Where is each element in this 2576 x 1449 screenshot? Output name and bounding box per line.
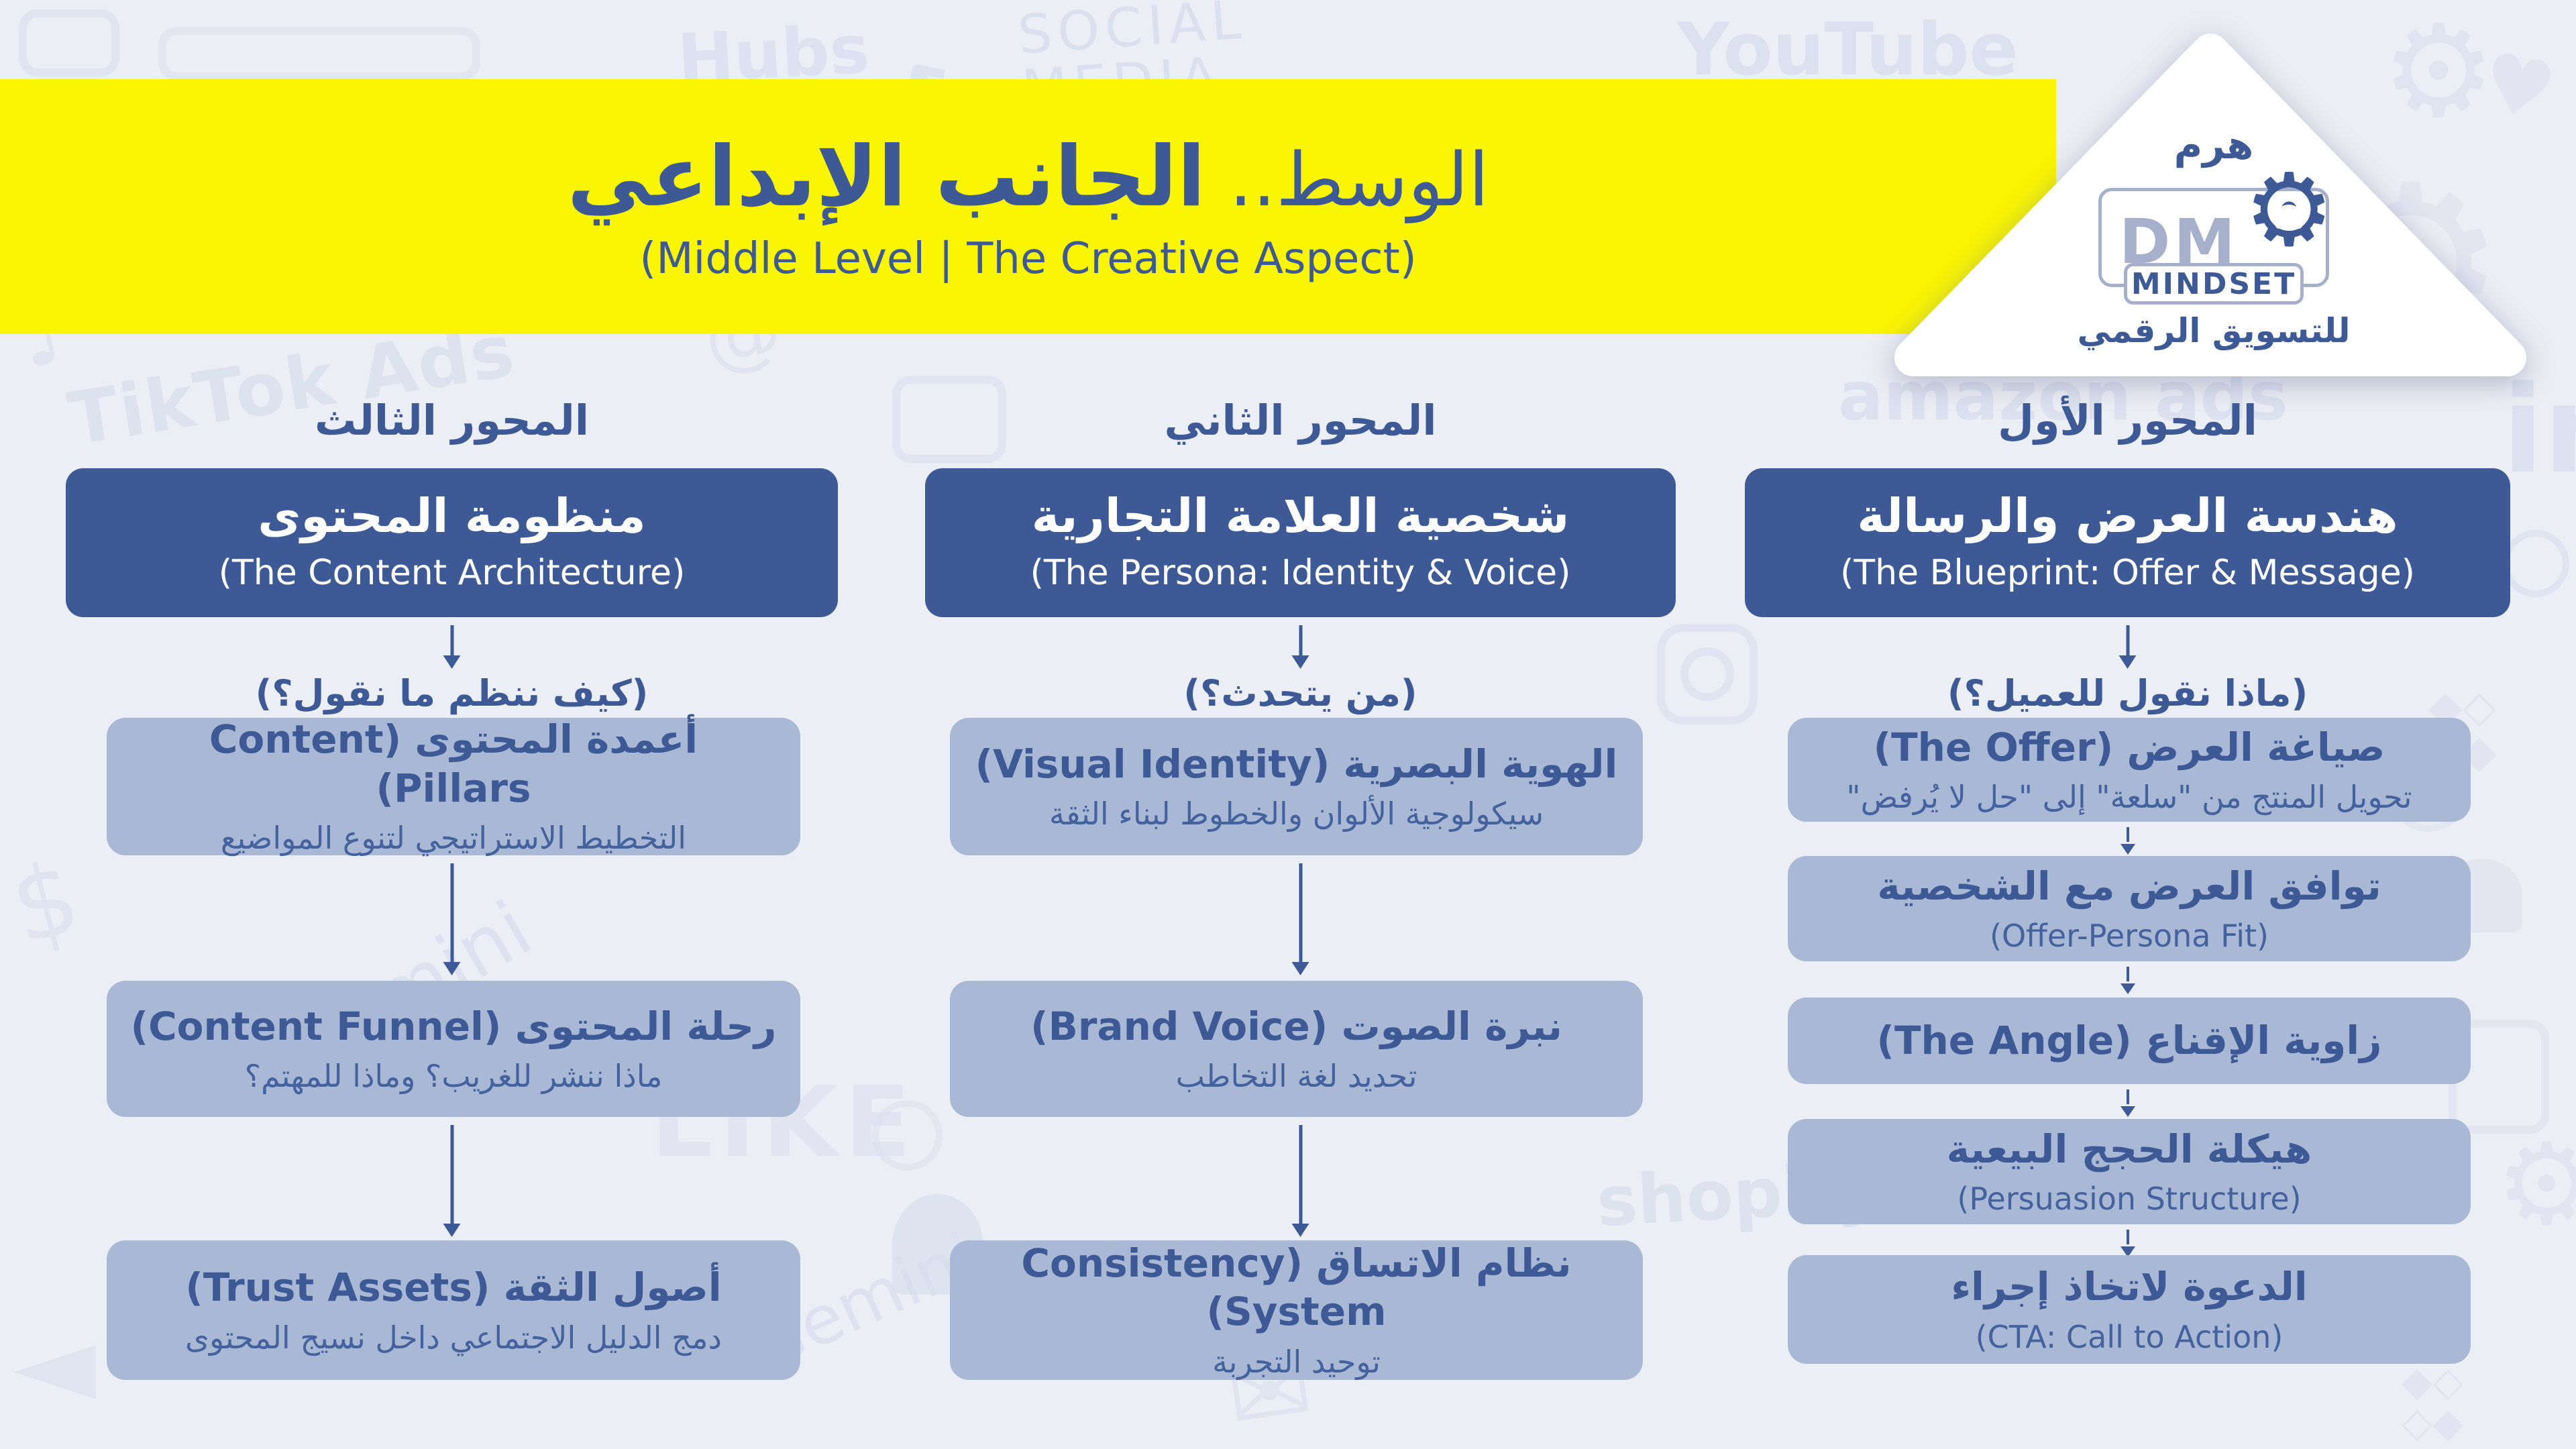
watermark-gear-icon-top: ⚙ bbox=[2381, 0, 2496, 146]
logo-top-label: هرم bbox=[2174, 122, 2254, 168]
step-title: نظام الاتساق (Consistency System) bbox=[1021, 1240, 1572, 1335]
axis-1-question: (ماذا نقول للعميل؟) bbox=[1947, 672, 2308, 714]
page-title-prefix: الوسط.. bbox=[1229, 136, 1489, 223]
watermark-clipboard-icon bbox=[158, 27, 480, 80]
watermark-instagram-icon bbox=[1657, 624, 1758, 724]
watermark-gear-icon-bottom: ⚙ bbox=[2496, 1118, 2576, 1251]
axis-2-step-3: نظام الاتساق (Consistency System) توحيد … bbox=[950, 1240, 1643, 1380]
step-title: رحلة المحتوى (Content Funnel) bbox=[130, 1003, 777, 1049]
step-title: نبرة الصوت (Brand Voice) bbox=[1030, 1003, 1562, 1049]
axis-1-header: المحور الأول bbox=[1998, 396, 2257, 445]
mindset-logo-label: MINDSET bbox=[2124, 263, 2304, 305]
step-subtitle: تحديد لغة التخاطب bbox=[1175, 1058, 1417, 1094]
axis-3-column: المحور الثالث منظومة المحتوى (The Conten… bbox=[66, 396, 838, 1429]
step-subtitle: التخطيط الاستراتيجي لتنوع المواضيع bbox=[220, 820, 687, 857]
gear-head-icon: ⚙ bbox=[2244, 152, 2334, 269]
arrow-down-icon bbox=[2126, 967, 2129, 981]
arrow-down-icon bbox=[2126, 1230, 2129, 1244]
axis-1-step-5: الدعوة لاتخاذ إجراء (CTA: Call to Action… bbox=[1788, 1255, 2471, 1364]
axis-1-step-1: صياغة العرض (The Offer) تحويل المنتج من … bbox=[1788, 718, 2471, 822]
arrow-down-icon bbox=[450, 863, 453, 963]
step-subtitle: دمج الدليل الاجتماعي داخل نسيج المحتوى bbox=[184, 1319, 722, 1356]
watermark-megaphone-icon: ◄ bbox=[13, 1300, 97, 1426]
arrow-down-icon bbox=[450, 1125, 453, 1224]
axis-2-question: (من يتحدث؟) bbox=[1183, 672, 1417, 714]
axis-3-question: (كيف ننظم ما نقول؟) bbox=[255, 672, 649, 714]
step-title: الدعوة لاتخاذ إجراء bbox=[1951, 1264, 2308, 1309]
watermark-youtube-text: YouTube bbox=[1677, 8, 2019, 92]
axis-2-main-title: شخصية العلامة التجارية bbox=[1031, 488, 1570, 543]
step-subtitle: (Persuasion Structure) bbox=[1957, 1181, 2302, 1217]
step-title: أعمدة المحتوى (Content Pillars) bbox=[209, 716, 698, 811]
arrow-down-icon bbox=[2126, 827, 2129, 842]
step-title: زاوية الإقناع (The Angle) bbox=[1876, 1018, 2382, 1064]
axis-1-step-4: هيكلة الحجج البيعية (Persuasion Structur… bbox=[1788, 1119, 2471, 1224]
watermark-reddit-icon bbox=[872, 1100, 943, 1171]
axis-3-main-box: منظومة المحتوى (The Content Architecture… bbox=[66, 468, 838, 617]
axis-1-column: المحور الأول هندسة العرض والرسالة (The B… bbox=[1745, 396, 2510, 1429]
axis-1-main-subtitle: (The Blueprint: Offer & Message) bbox=[1840, 553, 2415, 593]
axis-1-main-title: هندسة العرض والرسالة bbox=[1857, 488, 2398, 543]
step-subtitle: (Offer-Persona Fit) bbox=[1990, 918, 2269, 954]
axis-2-step-2: نبرة الصوت (Brand Voice) تحديد لغة التخا… bbox=[950, 981, 1643, 1117]
watermark-chat-icon bbox=[892, 376, 1006, 463]
axis-2-column: المحور الثاني شخصية العلامة التجارية (Th… bbox=[925, 396, 1676, 1429]
axis-1-main-box: هندسة العرض والرسالة (The Blueprint: Off… bbox=[1745, 468, 2510, 617]
page-subtitle: (Middle Level | The Creative Aspect) bbox=[639, 234, 1417, 284]
step-title: صياغة العرض (The Offer) bbox=[1873, 724, 2385, 770]
axis-2-main-subtitle: (The Persona: Identity & Voice) bbox=[1030, 553, 1571, 593]
page-title: الوسط.. الجانب الإبداعي bbox=[567, 129, 1489, 225]
step-title: الهوية البصرية (Visual Identity) bbox=[975, 741, 1618, 787]
axis-3-main-title: منظومة المحتوى bbox=[258, 488, 646, 543]
axis-1-step-3: زاوية الإقناع (The Angle) bbox=[1788, 998, 2471, 1084]
axis-3-step-1: أعمدة المحتوى (Content Pillars) التخطيط … bbox=[107, 716, 800, 857]
watermark-monitor-icon bbox=[19, 9, 119, 76]
axis-3-step-2: رحلة المحتوى (Content Funnel) ماذا ننشر … bbox=[107, 981, 800, 1117]
axis-2-header: المحور الثاني bbox=[1164, 396, 1437, 445]
page-title-main: الجانب الإبداعي bbox=[567, 128, 1206, 225]
step-title: توافق العرض مع الشخصية bbox=[1877, 863, 2381, 909]
logo-bottom-label: للتسويق الرقمي bbox=[2077, 311, 2351, 350]
step-subtitle: تحويل المنتج من "سلعة" إلى "حل لا يُرفض" bbox=[1846, 779, 2412, 815]
watermark-linkedin-text: in bbox=[2502, 360, 2576, 500]
axis-2-main-box: شخصية العلامة التجارية (The Persona: Ide… bbox=[925, 468, 1676, 617]
step-subtitle: (CTA: Call to Action) bbox=[1975, 1318, 2284, 1355]
arrow-down-icon bbox=[2126, 625, 2129, 656]
arrow-down-icon bbox=[2126, 1089, 2129, 1104]
axis-1-step-2: توافق العرض مع الشخصية (Offer-Persona Fi… bbox=[1788, 856, 2471, 961]
watermark-share-icon bbox=[2502, 530, 2569, 597]
arrow-down-icon bbox=[1299, 863, 1302, 963]
step-title: هيكلة الحجج البيعية bbox=[1946, 1126, 2312, 1172]
step-subtitle: سيكولوجية الألوان والخطوط لبناء الثقة bbox=[1049, 796, 1544, 832]
title-banner: الوسط.. الجانب الإبداعي (Middle Level | … bbox=[0, 79, 2056, 334]
arrow-down-icon bbox=[1299, 1125, 1302, 1224]
step-subtitle: ماذا ننشر للغريب؟ وماذا للمهتم؟ bbox=[244, 1058, 663, 1094]
axis-3-main-subtitle: (The Content Architecture) bbox=[218, 553, 686, 593]
step-title: أصول الثقة (Trust Assets) bbox=[185, 1265, 722, 1310]
arrow-down-icon bbox=[1299, 625, 1302, 656]
step-subtitle: توحيد التجربة bbox=[1212, 1343, 1381, 1380]
pyramid-shape bbox=[1894, 34, 2526, 376]
watermark-diamond-icon: ◆◇ ◇◆ bbox=[2402, 1358, 2464, 1447]
arrow-down-icon bbox=[450, 625, 453, 656]
axis-2-step-1: الهوية البصرية (Visual Identity) سيكولوج… bbox=[950, 718, 1643, 855]
axis-3-step-3: أصول الثقة (Trust Assets) دمج الدليل الا… bbox=[107, 1240, 800, 1380]
axis-3-header: المحور الثالث bbox=[315, 396, 589, 445]
